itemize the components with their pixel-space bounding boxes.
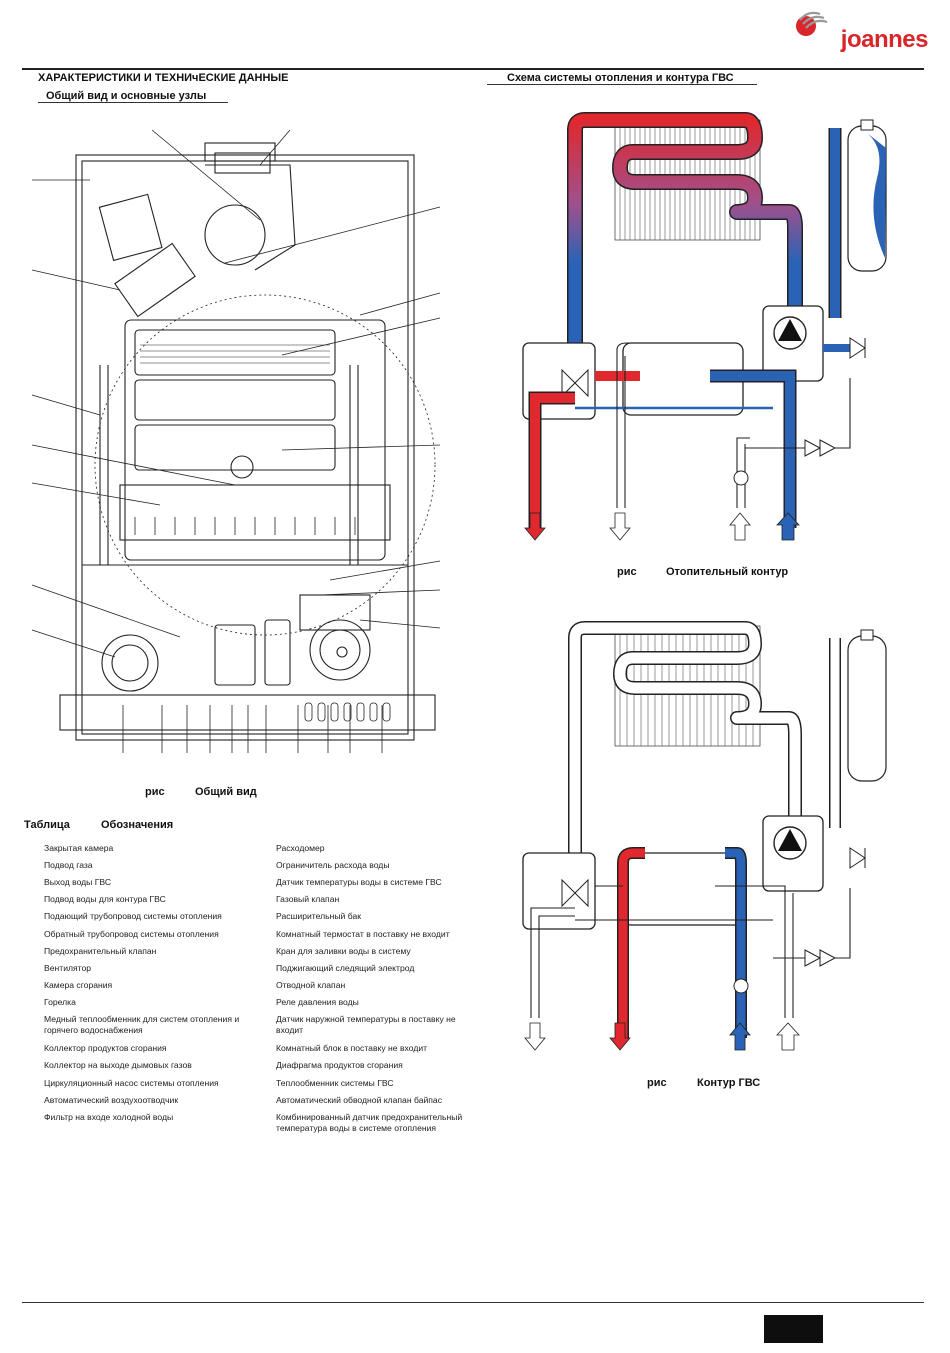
table-prefix: Таблица [24, 819, 70, 831]
legend-item: Газовый клапан [276, 894, 340, 904]
scheme-title: Схема системы отопления и контура ГВС [507, 72, 734, 84]
legend-item: Комнатный термостат в поставку не входит [276, 929, 450, 939]
legend-item: Горелка [44, 997, 76, 1007]
figure-heating-circuit-caption: Отопительный контур [666, 566, 789, 578]
table-title: Обозначения [101, 819, 174, 831]
legend-item: Закрытая камера [44, 843, 114, 853]
legend-item: Вентилятор [44, 963, 92, 973]
legend-item: Коллектор продуктов сгорания [44, 1043, 167, 1053]
figure-heating-circuit-prefix: рис [617, 566, 637, 578]
scheme-title-underline [487, 84, 757, 85]
legend-item: Комнатный блок в поставку не входит [276, 1043, 428, 1053]
footer-rule [22, 1302, 924, 1303]
legend-item: Датчик температуры воды в системе ГВС [276, 877, 442, 887]
brand-logo: joannes [748, 8, 929, 53]
header-rule [22, 68, 924, 70]
legend-item: Циркуляционный насос системы отопления [44, 1078, 219, 1088]
legend-item: Ограничитель расхода воды [276, 860, 390, 870]
legend-item: Комбинированный датчик предохранительный… [276, 1112, 463, 1133]
figure-general-view-prefix: рис [145, 786, 165, 798]
legend-item: Автоматический обводной клапан байпас [276, 1095, 443, 1105]
legend-item: Диафрагма продуктов сгорания [276, 1060, 403, 1070]
legend-item: Фильтр на входе холодной воды [44, 1112, 174, 1122]
legend-item: Расширительный бак [276, 911, 361, 921]
legend-item: Подающий трубопровод системы отопления [44, 911, 222, 921]
legend-item: Теплообменник системы ГВС [276, 1078, 394, 1088]
legend-item: Расходомер [276, 843, 325, 853]
section-title: ХАРАКТЕРИСТИКИ И ТЕХНИчЕСКИЕ ДАННЫЕ [38, 72, 289, 84]
figure-general-view-caption: Общий вид [195, 786, 257, 798]
figure-dhw-circuit-prefix: рис [647, 1077, 667, 1089]
brand-logo-swoosh-icon [796, 11, 828, 36]
legend-item: Коллектор на выходе дымовых газов [44, 1060, 192, 1070]
section-subtitle: Общий вид и основные узлы [46, 90, 207, 102]
legend-item: Предохранительный клапан [44, 946, 157, 956]
legend-item: Камера сгорания [44, 980, 113, 990]
figure-dhw-circuit-caption: Контур ГВС [697, 1077, 761, 1089]
page-number-box [764, 1315, 823, 1343]
legend-item: Медный теплообменник для систем отоплени… [44, 1014, 240, 1035]
legend-item: Отводной клапан [276, 980, 346, 990]
brand-name: joannes [840, 26, 929, 53]
legend-item: Автоматический воздухоотводчик [44, 1095, 179, 1105]
legend-item: Кран для заливки воды в систему [276, 946, 411, 956]
legend-item: Подвод воды для контура ГВС [44, 894, 166, 904]
dhw-circuit-diagram [522, 621, 887, 1051]
legend-item: Выход воды ГВС [44, 877, 112, 887]
legend-item: Датчик наружной температуры в поставку н… [276, 1014, 456, 1035]
legend-item: Поджигающий следящий электрод [276, 963, 415, 973]
legend-item: Обратный трубопровод системы отопления [44, 929, 219, 939]
subtitle-underline [38, 102, 228, 103]
boiler-general-view-drawing [31, 129, 441, 753]
heating-circuit-diagram [522, 112, 887, 541]
legend-item: Реле давления воды [276, 997, 359, 1007]
legend-item: Подвод газа [44, 860, 93, 870]
